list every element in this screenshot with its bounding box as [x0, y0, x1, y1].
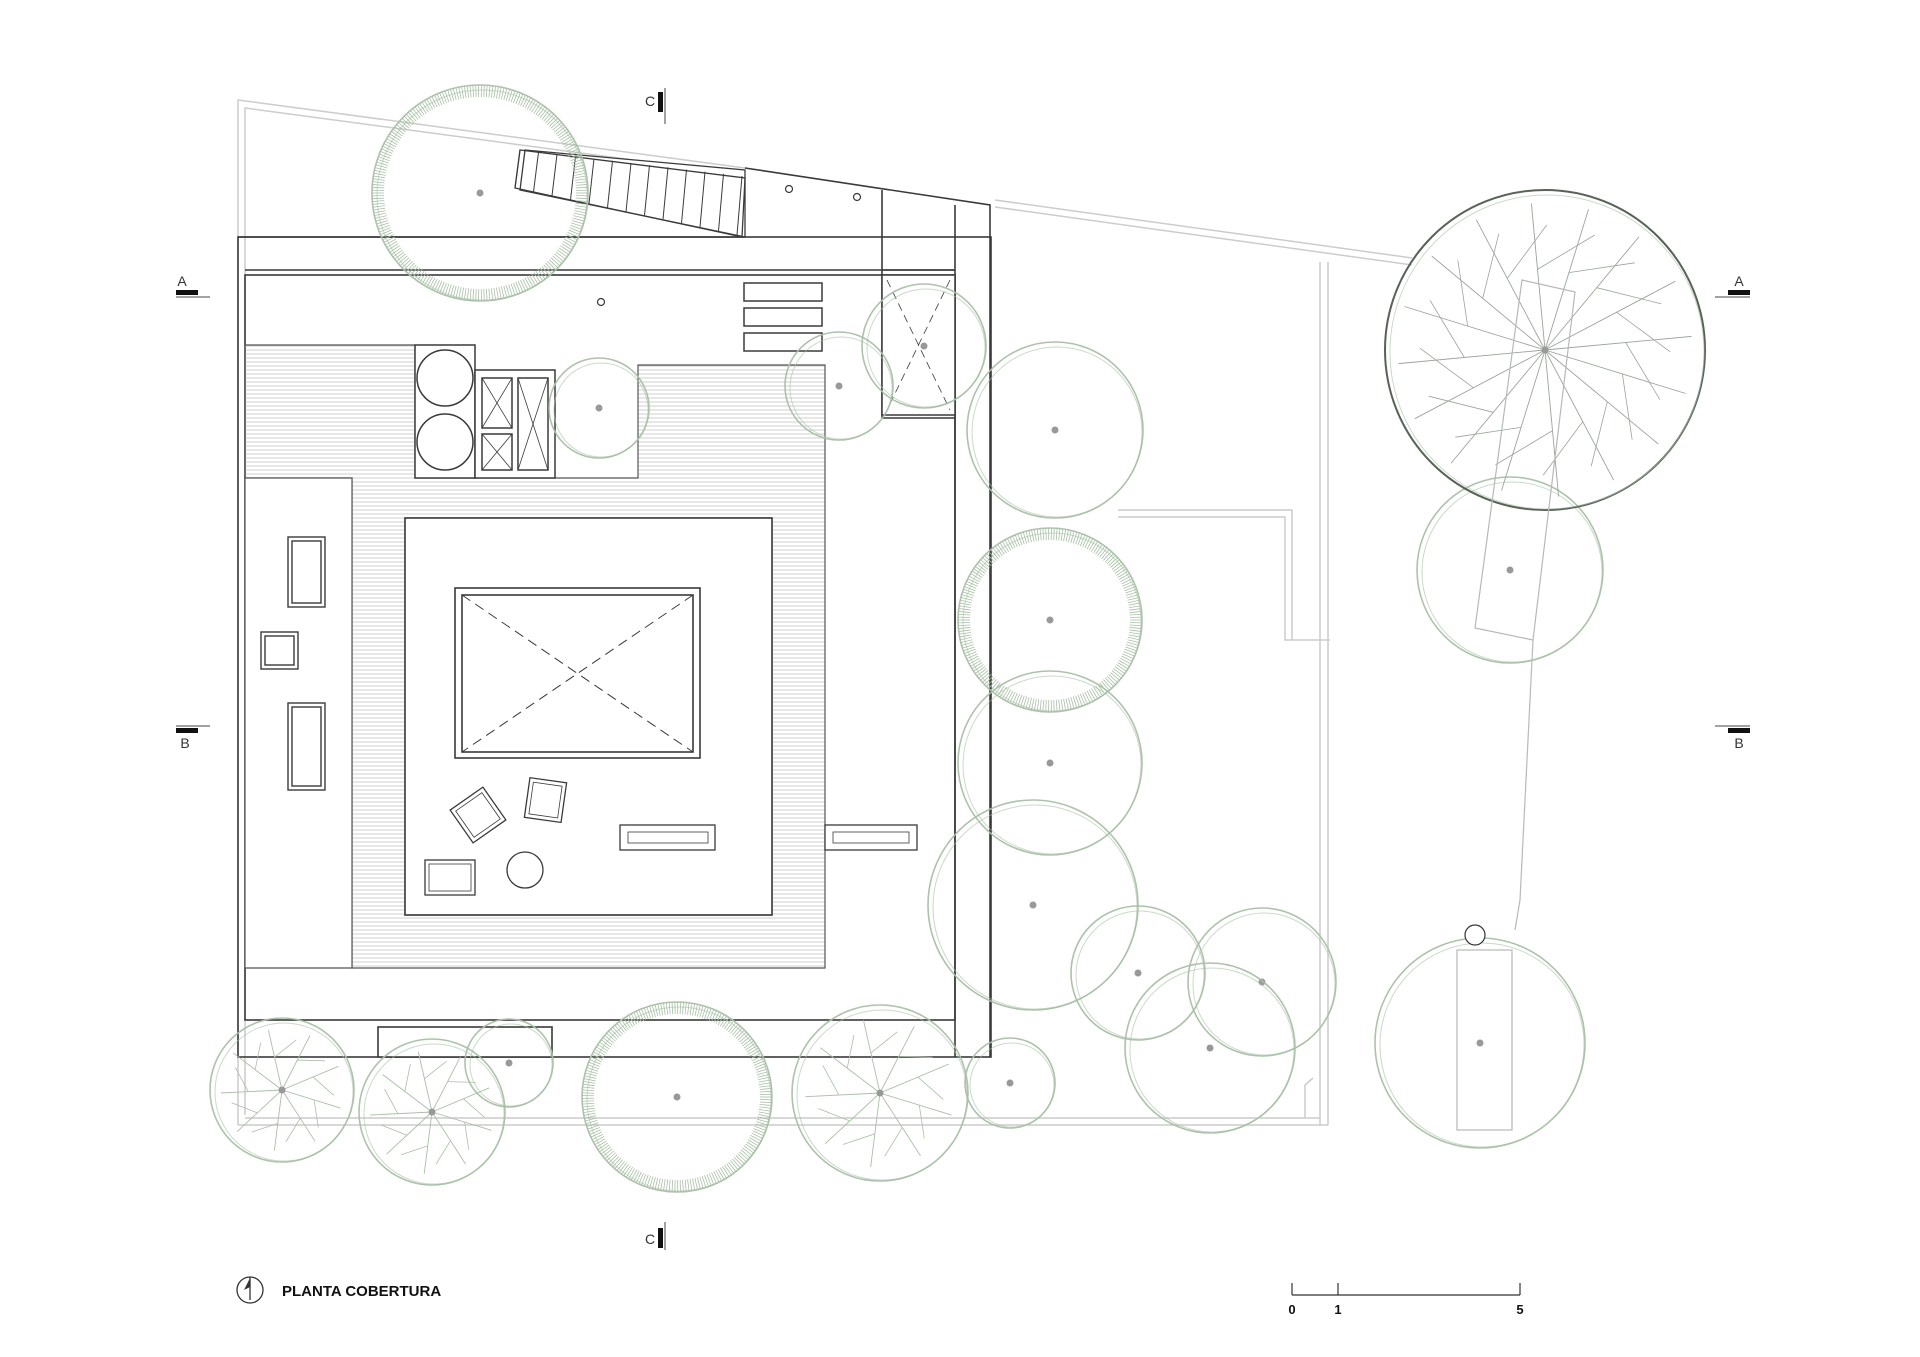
courtyard [404, 517, 773, 916]
section-marker-c-bottom: C [645, 1222, 666, 1250]
tree-5 [966, 341, 1144, 519]
scale-bar [1291, 1283, 1521, 1296]
tree-18 [1416, 476, 1604, 664]
tree-9 [1070, 905, 1206, 1041]
scale-tick-1: 1 [1334, 1302, 1341, 1317]
tree-4 [861, 283, 987, 409]
furniture [424, 776, 918, 896]
section-marker-b-left: B [176, 725, 210, 751]
tree-6 [957, 527, 1143, 713]
tree-8 [927, 799, 1139, 1011]
svg-text:A: A [177, 273, 187, 289]
svg-text:C: C [645, 93, 655, 109]
tree-7 [957, 670, 1143, 856]
scale-tick-5: 5 [1516, 1302, 1523, 1317]
svg-text:B: B [1734, 735, 1743, 751]
tree-11 [1124, 962, 1296, 1134]
svg-text:C: C [645, 1231, 655, 1247]
stair [514, 149, 746, 238]
tree-3 [784, 331, 894, 441]
tree-20 [1384, 189, 1706, 511]
drawing-title: PLANTA COBERTURA [282, 1283, 441, 1300]
tree-16 [358, 1038, 506, 1186]
north-arrow-icon [236, 1276, 264, 1304]
section-marker-c-top: C [645, 88, 666, 124]
tree-19 [1374, 937, 1586, 1149]
tree-2 [548, 357, 650, 459]
tree-14 [791, 1004, 969, 1182]
roof-drains [596, 184, 862, 307]
roof-equipment [414, 274, 956, 479]
svg-text:A: A [1734, 273, 1744, 289]
section-marker-b-right: B [1715, 725, 1750, 751]
section-marker-a-right: A [1715, 273, 1750, 298]
garden-elements [1456, 279, 1576, 1131]
tree-15 [464, 1018, 554, 1108]
tree-10 [1187, 907, 1337, 1057]
tree-13 [581, 1001, 773, 1193]
section-marker-a-left: A [176, 273, 210, 298]
tree-17 [209, 1017, 355, 1163]
trees [209, 84, 1706, 1193]
tree-12 [964, 1037, 1056, 1129]
skylights-left [260, 536, 326, 791]
svg-text:B: B [180, 735, 189, 751]
scale-tick-0: 0 [1288, 1302, 1295, 1317]
tree-1 [371, 84, 589, 302]
